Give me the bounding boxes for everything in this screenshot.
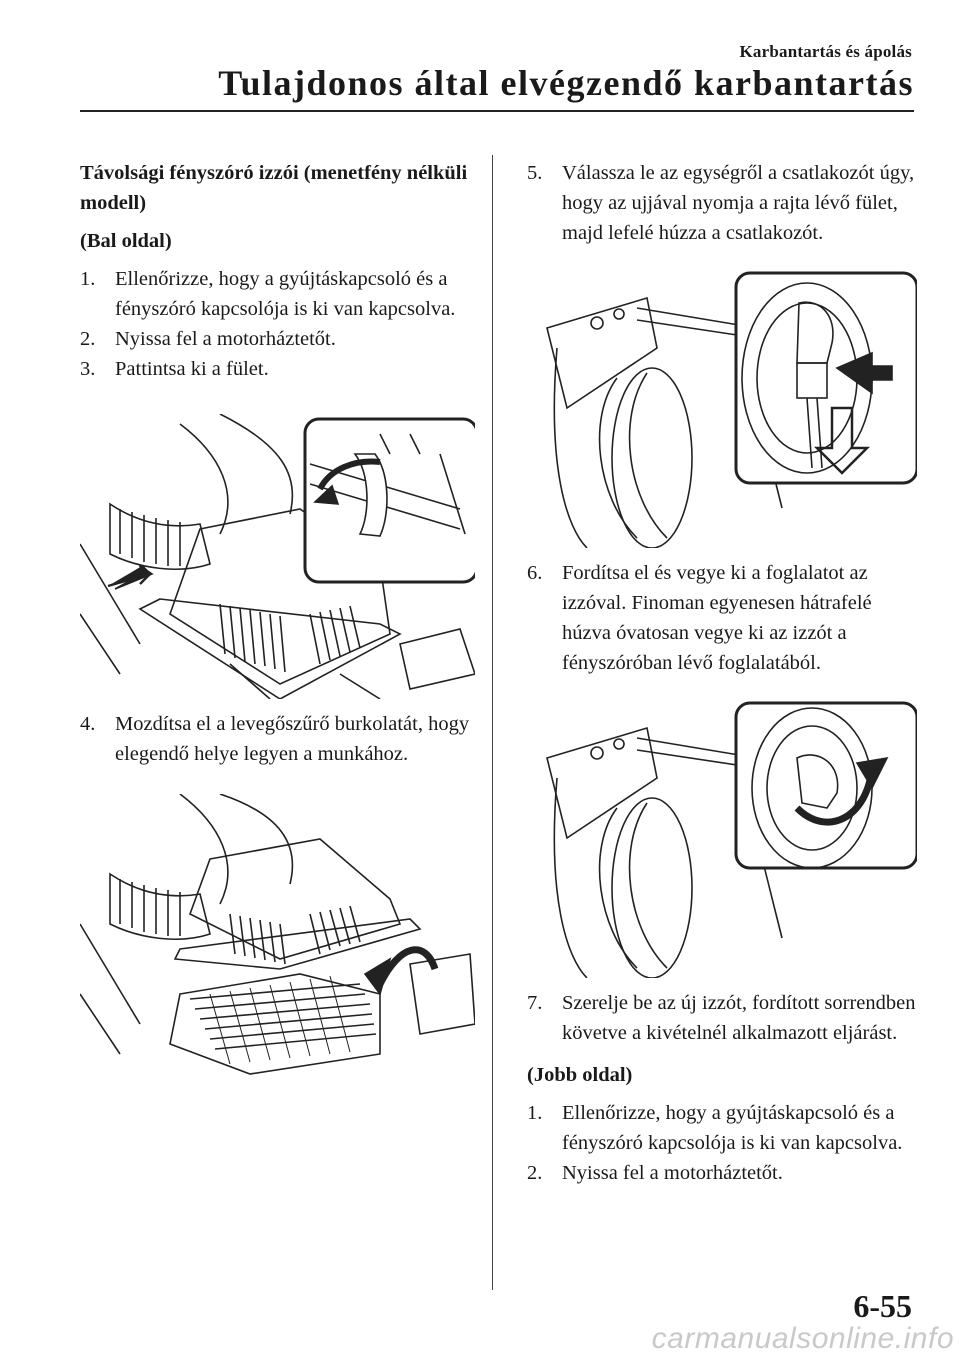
page-title: Tulajdonos által elvégzendő karbantartás	[218, 63, 914, 103]
step-item: 1. Ellenőrizze, hogy a gyújtáskapcsoló é…	[527, 1098, 917, 1158]
step-list: 7. Szerelje be az új izzót, fordított so…	[527, 988, 917, 1048]
step-list: 4. Mozdítsa el a levegőszűrő burkolatát,…	[80, 709, 475, 769]
step-number: 1.	[80, 268, 96, 290]
step-text: Ellenőrizze, hogy a gyújtáskapcsoló és a…	[115, 268, 456, 320]
step-list: 5. Válassza le az egységről a csatlakozó…	[527, 158, 917, 248]
step-item: 6. Fordítsa el és vegye ki a foglalatot …	[527, 558, 917, 678]
section-heading: Távolsági fényszóró izzói (menetfény nél…	[80, 162, 468, 214]
step-text: Nyissa fel a motorháztetőt.	[562, 1162, 783, 1184]
step-text: Ellenőrizze, hogy a gyújtáskapcsoló és a…	[562, 1102, 903, 1154]
air-filter-cover-illustration	[80, 794, 475, 1084]
air-filter-tab-illustration	[80, 414, 475, 699]
left-column: Távolsági fényszóró izzói (menetfény nél…	[80, 158, 475, 1084]
header-section-label: Karbantartás és ápolás	[739, 42, 912, 61]
step-item: 2. Nyissa fel a motorháztetőt.	[527, 1158, 917, 1188]
step-item: 1. Ellenőrizze, hogy a gyújtáskapcsoló é…	[80, 264, 475, 324]
column-divider	[492, 155, 493, 1290]
step-item: 2. Nyissa fel a motorháztetőt.	[80, 324, 475, 354]
step-text: Szerelje be az új izzót, fordított sorre…	[562, 992, 916, 1044]
socket-removal-illustration	[527, 698, 917, 978]
header-rule	[80, 110, 914, 112]
watermark: carmanualsonline.info	[651, 1322, 954, 1355]
right-side-subheading: (Jobb oldal)	[527, 1064, 633, 1086]
step-text: Nyissa fel a motorháztetőt.	[115, 328, 336, 350]
left-side-subheading: (Bal oldal)	[80, 230, 172, 252]
right-column: 5. Válassza le az egységről a csatlakozó…	[527, 158, 917, 1188]
step-item: 5. Válassza le az egységről a csatlakozó…	[527, 158, 917, 248]
step-list: 1. Ellenőrizze, hogy a gyújtáskapcsoló é…	[80, 264, 475, 384]
step-text: Fordítsa el és vegye ki a foglalatot az …	[562, 562, 872, 674]
step-number: 7.	[527, 992, 543, 1014]
step-number: 2.	[527, 1162, 543, 1184]
step-number: 6.	[527, 562, 543, 584]
step-text: Pattintsa ki a fület.	[115, 358, 269, 380]
step-item: 3. Pattintsa ki a fület.	[80, 354, 475, 384]
step-number: 4.	[80, 713, 96, 735]
page-number: 6-55	[853, 1288, 912, 1324]
step-list: 6. Fordítsa el és vegye ki a foglalatot …	[527, 558, 917, 678]
step-item: 4. Mozdítsa el a levegőszűrő burkolatát,…	[80, 709, 475, 769]
step-number: 5.	[527, 162, 543, 184]
step-item: 7. Szerelje be az új izzót, fordított so…	[527, 988, 917, 1048]
connector-removal-illustration	[527, 268, 917, 548]
step-text: Válassza le az egységről a csatlakozót ú…	[562, 162, 915, 244]
step-number: 1.	[527, 1102, 543, 1124]
step-list: 1. Ellenőrizze, hogy a gyújtáskapcsoló é…	[527, 1098, 917, 1188]
step-number: 2.	[80, 328, 96, 350]
step-text: Mozdítsa el a levegőszűrő burkolatát, ho…	[115, 713, 470, 765]
step-number: 3.	[80, 358, 96, 380]
